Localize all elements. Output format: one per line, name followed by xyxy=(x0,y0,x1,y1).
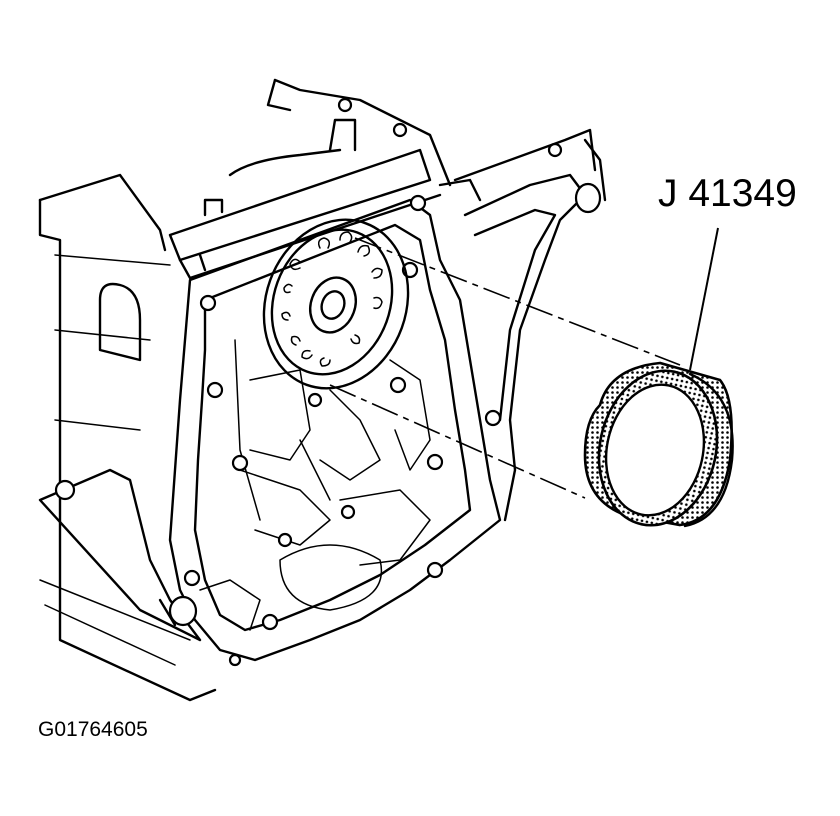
oil-pan-rail xyxy=(168,118,442,280)
tool-leader-line xyxy=(689,227,719,371)
seal-installer-tool xyxy=(583,361,734,528)
rear-cover-plate xyxy=(168,194,502,667)
crankshaft-flange xyxy=(262,218,410,390)
figure-id: G01764605 xyxy=(38,718,148,741)
engine-block-outline xyxy=(38,78,607,702)
tool-callout-label: J 41349 xyxy=(658,172,797,215)
alignment-lines xyxy=(329,237,681,499)
block-side-flange xyxy=(463,173,602,522)
lower-mount-ear xyxy=(38,468,202,642)
